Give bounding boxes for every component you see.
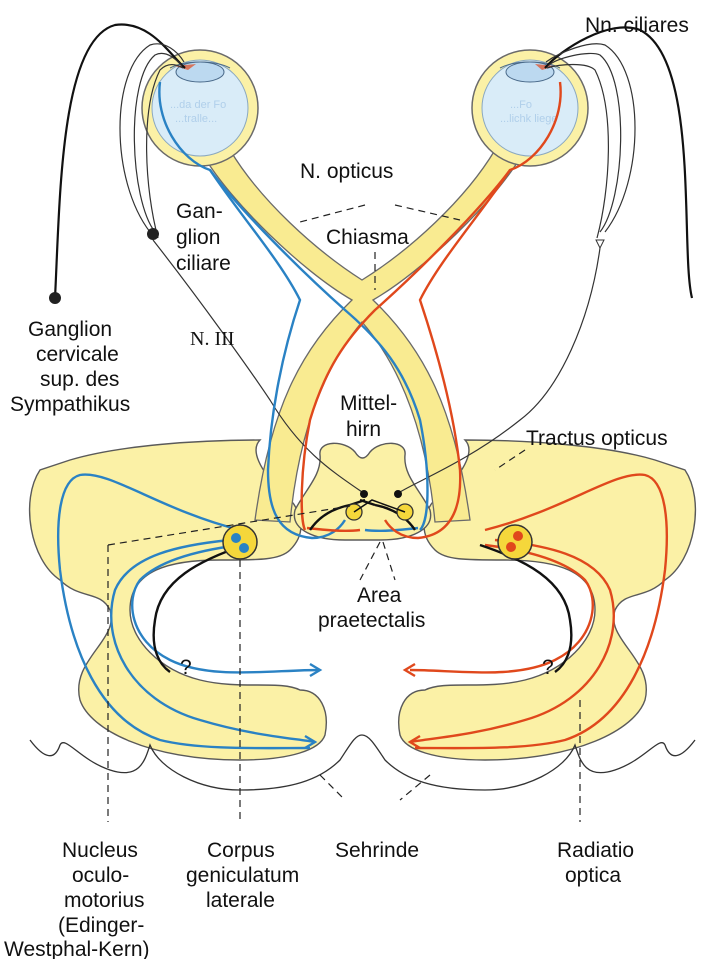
label-chiasma: Chiasma — [326, 226, 409, 249]
label-nucleus-5: Westphal-Kern) — [4, 938, 150, 959]
label-tractus-opticus: Tractus opticus — [526, 427, 668, 450]
ciliary-nerves-left — [49, 25, 185, 304]
label-nucleus-4: (Edinger- — [58, 914, 144, 937]
label-mittelhirn-1: Mittel- — [340, 392, 397, 415]
ghost-text-left-1: ...da der Fo — [170, 99, 226, 111]
label-nucleus-1: Nucleus — [62, 839, 138, 862]
label-nucleus-2: oculo- — [72, 864, 129, 887]
label-corpus-3: laterale — [206, 889, 275, 912]
label-n-opticus: N. opticus — [300, 160, 393, 183]
label-ganglion-ciliare-1: Gan- — [176, 200, 223, 223]
label-mittelhirn-2: hirn — [346, 418, 381, 441]
label-ganglion-ciliare-2: glion — [176, 226, 220, 249]
label-ganglion-cervicale-1: Ganglion — [28, 318, 112, 341]
label-ganglion-ciliare-3: ciliare — [176, 252, 231, 275]
label-n-iii: N. III — [190, 328, 234, 350]
ghost-text-left-2: ...tralle... — [175, 113, 217, 125]
label-corpus-2: geniculatum — [186, 864, 299, 887]
label-question-right: ? — [542, 656, 554, 679]
label-ganglion-cervicale-4: Sympathikus — [10, 393, 130, 416]
label-area-praetectalis-2: praetectalis — [318, 609, 425, 632]
cortex-outline — [30, 735, 695, 790]
label-radiatio-1: Radiatio — [557, 839, 634, 862]
label-ganglion-cervicale-2: cervicale — [36, 343, 119, 366]
label-radiatio-2: optica — [565, 864, 621, 887]
label-nucleus-3: motorius — [64, 889, 145, 912]
label-question-left: ? — [180, 656, 192, 679]
label-area-praetectalis-1: Area — [357, 584, 402, 607]
label-sehrinde: Sehrinde — [335, 839, 419, 862]
ghost-text-right-2: ...lichk liege — [500, 113, 557, 125]
label-nn-ciliares: Nn. ciliares — [585, 14, 689, 37]
lgn-left — [223, 525, 257, 559]
lgn-right — [498, 525, 532, 559]
label-ganglion-cervicale-3: sup. des — [40, 368, 119, 391]
ghost-text-right-1: ...Fo — [510, 99, 532, 111]
label-corpus-1: Corpus — [207, 839, 275, 862]
